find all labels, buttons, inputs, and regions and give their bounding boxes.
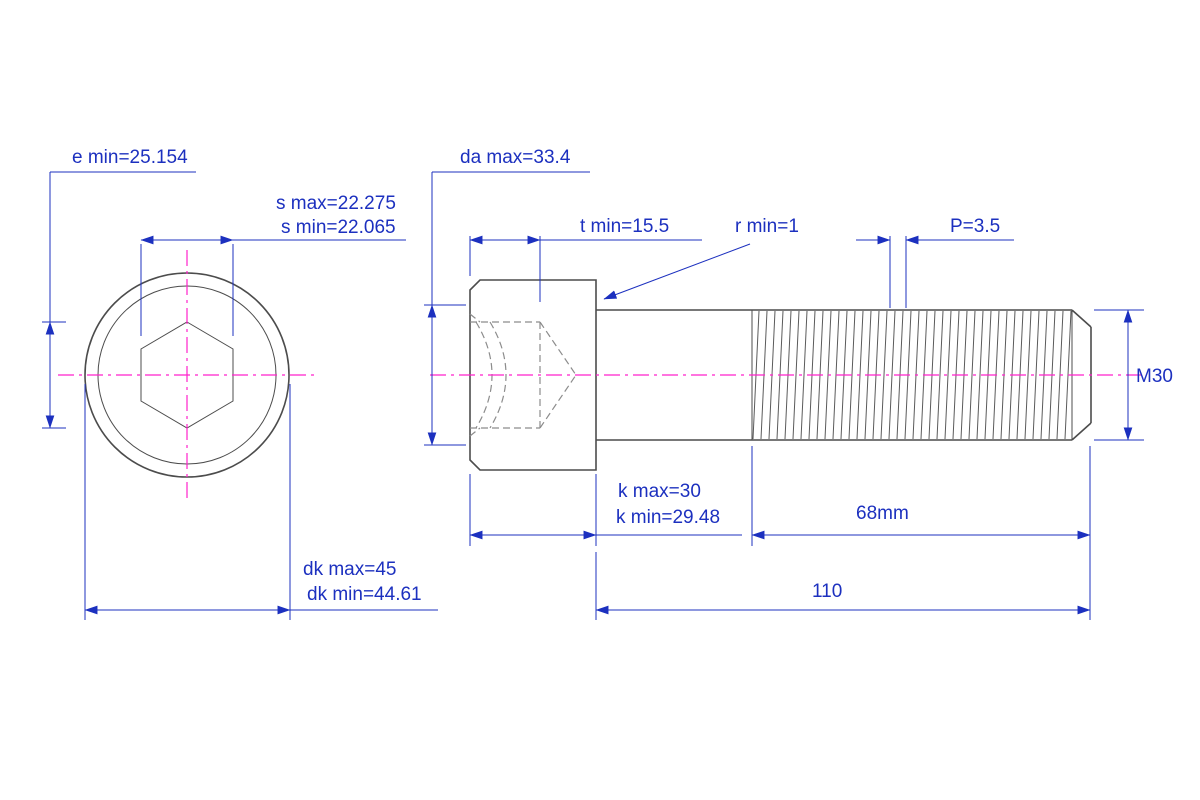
label-t-min: t min=15.5 [580, 216, 669, 237]
label-k-max: k max=30 [618, 481, 701, 502]
dim-e-min: e min=25.154 [42, 147, 196, 429]
bolt-end-view [58, 250, 314, 502]
label-thread-length: 68mm [856, 503, 909, 524]
dim-da-max: da max=33.4 [424, 147, 590, 446]
dim-dk: dk max=45 dk min=44.61 [84, 384, 438, 620]
label-da-max: da max=33.4 [460, 147, 571, 168]
dim-pitch: P=3.5 [856, 216, 1014, 308]
label-k-min: k min=29.48 [616, 507, 720, 528]
label-s-min: s min=22.065 [281, 217, 396, 238]
label-pitch: P=3.5 [950, 216, 1000, 237]
label-dk-min: dk min=44.61 [307, 584, 422, 605]
label-thread-size: M30 [1136, 366, 1173, 387]
dim-t-min: t min=15.5 [469, 216, 702, 302]
dim-r-min: r min=1 [603, 216, 799, 300]
dim-s: s max=22.275 s min=22.065 [140, 193, 406, 336]
label-s-max: s max=22.275 [276, 193, 396, 214]
bolt-side-view [430, 279, 1142, 471]
label-dk-max: dk max=45 [303, 559, 396, 580]
label-e-min: e min=25.154 [72, 147, 188, 168]
label-r-min: r min=1 [735, 216, 799, 237]
bolt-head-profile [469, 279, 597, 471]
dim-total-length: 110 [595, 446, 1091, 620]
thread-section [751, 309, 1092, 441]
dim-m30: M30 [1094, 309, 1173, 441]
dim-k: k max=30 k min=29.48 [469, 474, 742, 546]
label-total-length: 110 [812, 581, 842, 602]
dim-thread-length: 68mm [751, 446, 1091, 546]
